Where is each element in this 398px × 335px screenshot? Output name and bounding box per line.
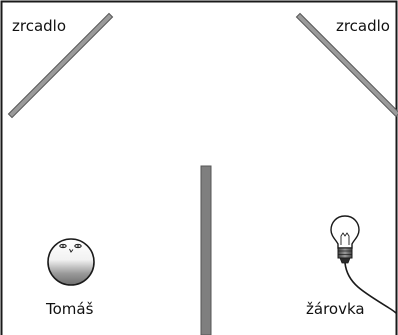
- bulb-label: žárovka: [306, 300, 365, 318]
- head-icon: [47, 238, 95, 286]
- mirror-right: [295, 12, 398, 118]
- mirror-left-label: zrcadlo: [12, 17, 67, 35]
- light-bulb-icon: [330, 215, 360, 264]
- mirror-left: [7, 12, 114, 119]
- mirror-right-label: zrcadlo: [335, 17, 390, 35]
- person-label: Tomáš: [46, 300, 94, 318]
- partition-wall: [200, 165, 212, 335]
- bulb-wire: [344, 262, 398, 315]
